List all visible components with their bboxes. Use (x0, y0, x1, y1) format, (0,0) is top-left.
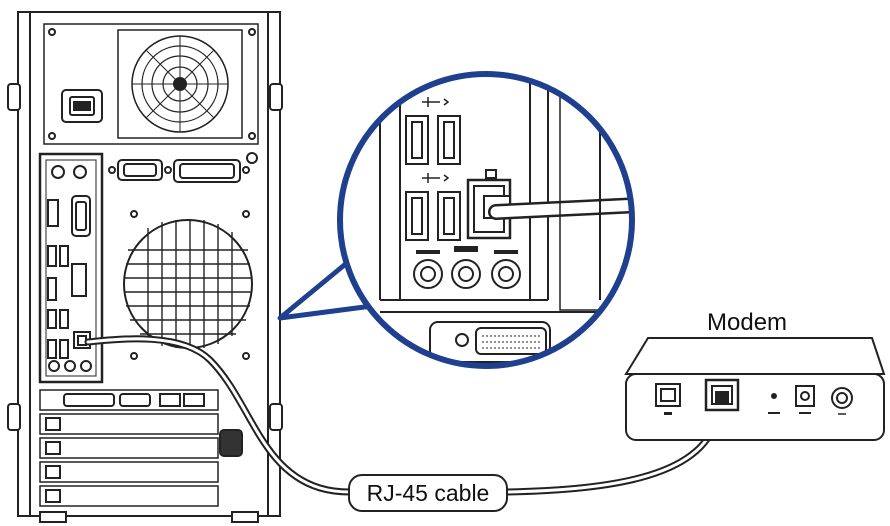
modem-icon (626, 338, 884, 440)
cable-label: RJ-45 cable (348, 474, 508, 512)
modem-label: Modem (707, 309, 787, 337)
computer-tower-icon (8, 12, 282, 522)
port-callout (280, 70, 660, 366)
